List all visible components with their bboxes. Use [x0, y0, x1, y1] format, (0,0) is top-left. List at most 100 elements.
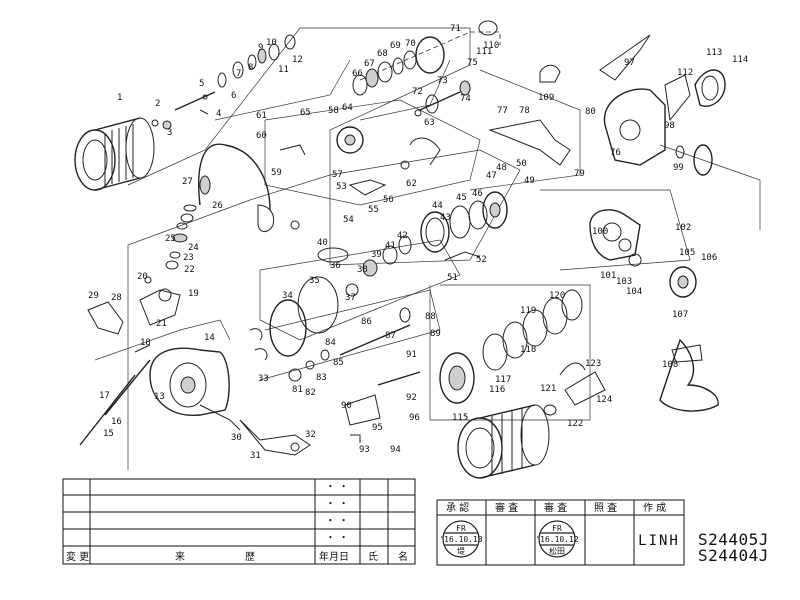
part-label-94: 94 [390, 445, 401, 455]
part-label-123: 123 [585, 359, 601, 369]
part-label-54: 54 [343, 215, 354, 225]
drawing-code-2: S24404J [698, 546, 769, 565]
part-label-46: 46 [472, 189, 483, 199]
part-label-72: 72 [412, 87, 423, 97]
stamp-2-date: '16.10.12 [535, 535, 579, 544]
part-label-78: 78 [519, 106, 530, 116]
header-review-1: 審 査 [495, 501, 518, 514]
revision-date-placeholders: ・ ・・ ・・ ・・ ・ [325, 482, 348, 544]
part-label-58: 58 [328, 106, 339, 116]
revision-date-2: ・ ・ [325, 499, 348, 510]
part-105-106-cap [669, 266, 697, 298]
part-label-10: 10 [266, 38, 277, 48]
part-label-50: 50 [516, 159, 527, 169]
revision-date-3: ・ ・ [325, 516, 348, 527]
part-label-37: 37 [345, 293, 356, 303]
part-label-88: 88 [425, 312, 436, 322]
part-label-24: 24 [188, 243, 199, 253]
part-label-77: 77 [497, 106, 508, 116]
part-label-28: 28 [111, 293, 122, 303]
part-14-rotor [149, 347, 241, 431]
part-label-81: 81 [292, 385, 303, 395]
part-label-25: 25 [165, 234, 176, 244]
part-6-12-gear-stack [217, 34, 296, 88]
revision-date-1: ・ ・ [325, 482, 348, 493]
part-label-9: 9 [258, 43, 263, 53]
part-label-67: 67 [364, 59, 375, 69]
part-label-31: 31 [250, 451, 261, 461]
part-label-106: 106 [701, 253, 717, 263]
part-label-14: 14 [204, 333, 215, 343]
part-label-105: 105 [679, 248, 695, 258]
header-check: 照 査 [594, 501, 617, 514]
part-label-73: 73 [437, 76, 448, 86]
part-label-74: 74 [460, 94, 471, 104]
part-90-96-slider [344, 371, 421, 443]
part-label-8: 8 [248, 63, 253, 73]
part-label-17: 17 [99, 391, 110, 401]
stamp-2-org: FR [552, 524, 562, 533]
part-label-35: 35 [309, 276, 320, 286]
part-label-2: 2 [155, 99, 160, 109]
part-36-42-clutch [317, 235, 412, 297]
part-label-115: 115 [452, 413, 468, 423]
part-label-32: 32 [305, 430, 316, 440]
stamp-2-name: 松田 [549, 546, 565, 556]
part-label-79: 79 [574, 169, 585, 179]
part-label-27: 27 [182, 177, 193, 187]
header-history-2: 歴 [245, 551, 255, 563]
part-label-56: 56 [383, 195, 394, 205]
part-label-109: 109 [538, 93, 554, 103]
part-label-111: 111 [476, 47, 492, 57]
part-label-45: 45 [456, 193, 467, 203]
part-label-96: 96 [409, 413, 420, 423]
part-2-3-4-screws [151, 109, 209, 130]
part-label-89: 89 [430, 329, 441, 339]
part-label-80: 80 [585, 107, 596, 117]
part-label-95: 95 [372, 423, 383, 433]
part-27-bail-wire [198, 143, 275, 232]
part-label-36: 36 [330, 261, 341, 271]
part-label-64: 64 [342, 103, 353, 113]
revision-date-4: ・ ・ [325, 533, 348, 544]
part-112-114-sideplate [664, 69, 726, 122]
part-label-91: 91 [406, 350, 417, 360]
stamp-1-date: '16.10.13 [439, 535, 483, 544]
part-label-121: 121 [540, 384, 556, 394]
part-label-42: 42 [397, 231, 408, 241]
part-label-18: 18 [140, 338, 151, 348]
part-label-53: 53 [336, 182, 347, 192]
part-115-120-spool-parts [439, 289, 583, 404]
part-label-44: 44 [432, 201, 443, 211]
part-label-90: 90 [341, 401, 352, 411]
part-label-4: 4 [216, 109, 221, 119]
part-5-shaft [174, 91, 216, 111]
part-label-48: 48 [496, 163, 507, 173]
part-label-38: 38 [357, 265, 368, 275]
part-label-55: 55 [368, 205, 379, 215]
part-121-124-drag [543, 362, 606, 416]
part-53-58-gear [336, 126, 387, 196]
part-label-69: 69 [390, 41, 401, 51]
part-73-99-cap [675, 144, 713, 176]
part-label-6: 6 [231, 91, 236, 101]
part-107-handle [659, 338, 719, 412]
part-label-118: 118 [520, 345, 536, 355]
part-label-86: 86 [361, 317, 372, 327]
revision-table [62, 478, 416, 565]
part-label-60: 60 [256, 131, 267, 141]
header-approve: 承 認 [446, 501, 469, 514]
header-create: 作 成 [643, 502, 666, 514]
part-label-101: 101 [600, 271, 616, 281]
part-label-3: 3 [167, 128, 172, 138]
approval-table [436, 499, 685, 566]
part-label-7: 7 [236, 69, 241, 79]
part-label-61: 61 [256, 111, 267, 121]
approval-stamp-2: FR '16.10.12 松田 [535, 520, 579, 558]
part-label-29: 29 [88, 291, 99, 301]
part-label-75: 75 [467, 58, 478, 68]
part-80-98-body [599, 34, 666, 166]
part-100-104-gear-box [589, 209, 642, 267]
part-label-120: 120 [549, 291, 565, 301]
